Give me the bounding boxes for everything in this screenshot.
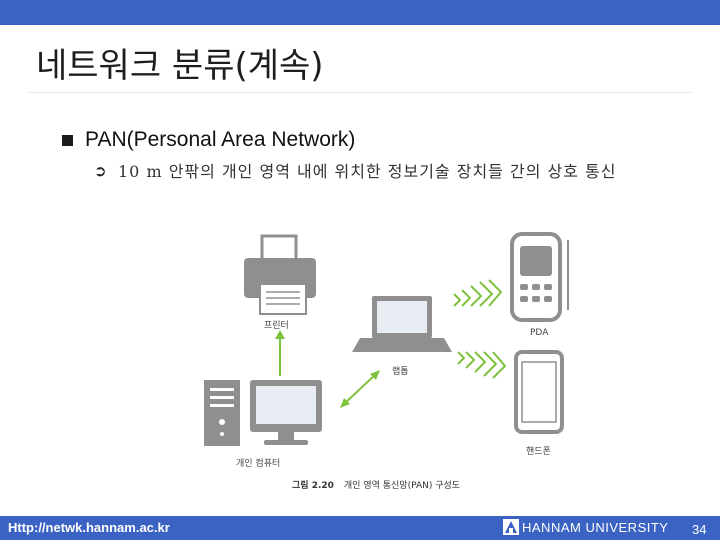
laptop-icon (352, 296, 452, 352)
laptop-pc-arrow-icon (340, 370, 380, 408)
footer-url: Http://netwk.hannam.ac.kr (8, 520, 170, 535)
smartphone-icon (514, 350, 564, 434)
phone-label: 핸드폰 (526, 447, 551, 457)
printer-icon (244, 234, 316, 315)
wireless-signal-pda-icon (453, 279, 503, 307)
footer-bar (0, 516, 720, 540)
bullet-text: PAN(Personal Area Network) (85, 128, 356, 151)
pda-label: PDA (530, 328, 549, 338)
bullet-item: PAN(Personal Area Network) (62, 128, 355, 152)
university-logo-icon (503, 519, 519, 535)
printer-pc-arrow-icon (275, 330, 285, 376)
sub-bullet-arrow-icon: ➲ (94, 162, 107, 180)
slide-title: 네트워크 분류(계속) (36, 46, 324, 86)
square-bullet-icon (62, 134, 73, 146)
figure-number: 그림 2.20 (292, 481, 334, 491)
pc-tower-icon (204, 380, 240, 446)
sub-bullet-text: 10 m 안팎의 개인 영역 내에 위치한 정보기술 장치들 간의 상호 통신 (118, 162, 617, 181)
laptop-label: 랩톱 (392, 367, 409, 377)
printer-label: 프린터 (264, 321, 289, 331)
monitor-icon (250, 380, 322, 445)
pc-label: 개인 컴퓨터 (236, 459, 281, 469)
top-bar (0, 0, 720, 25)
title-divider (28, 92, 692, 93)
figure-caption: 그림 2.20 개인 영역 통신망(PAN) 구성도 (292, 478, 460, 491)
page-number: 34 (692, 522, 707, 537)
pda-icon (510, 232, 569, 322)
university-name: HANNAM UNIVERSITY (522, 520, 669, 535)
pan-diagram: 프린터 랩톱 PDA 핸드폰 개인 컴퓨터 그림 2.20 개인 영역 통신망(P… (196, 226, 606, 496)
figure-caption-text: 개인 영역 통신망(PAN) 구성도 (343, 481, 461, 491)
wireless-signal-phone-icon (457, 351, 507, 379)
